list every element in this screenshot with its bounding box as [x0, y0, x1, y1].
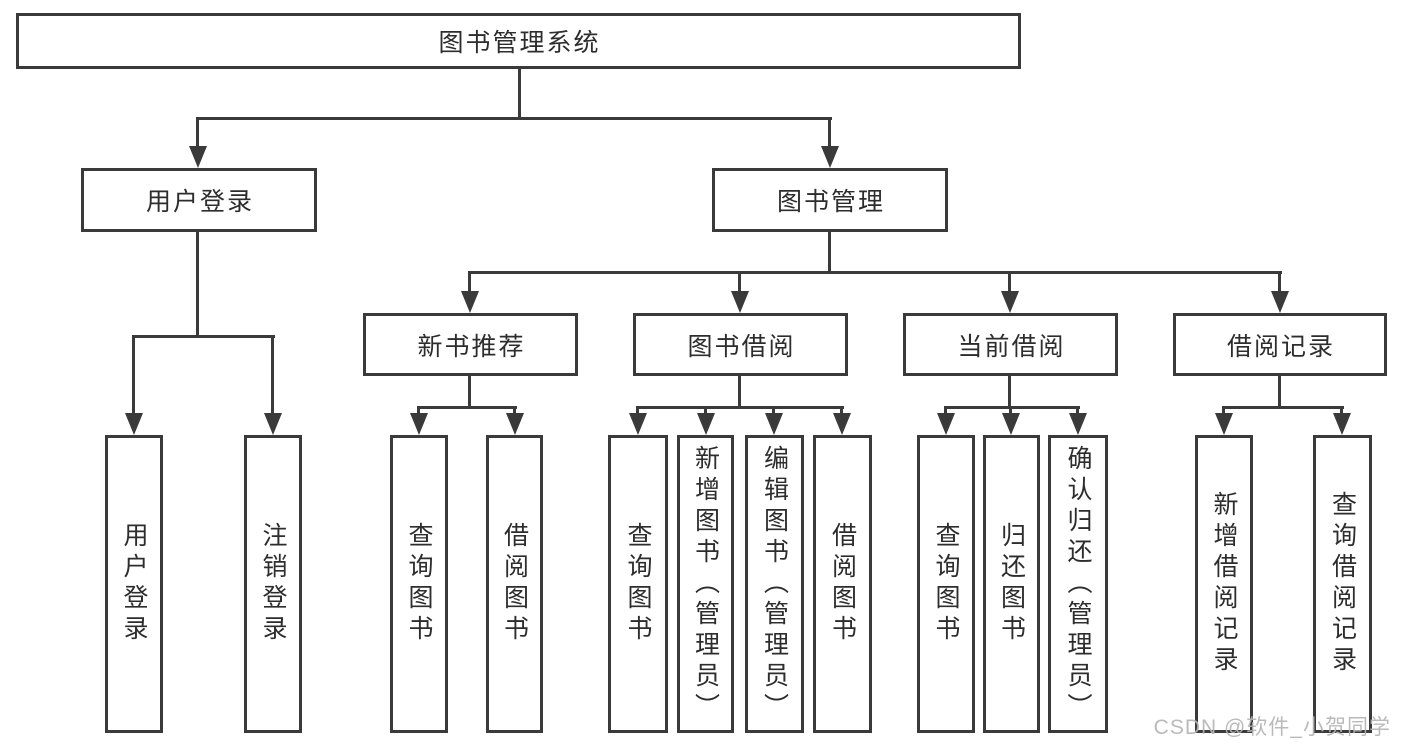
- arrowhead-down-icon: [264, 413, 282, 435]
- arrowhead-down-icon: [937, 413, 955, 435]
- node-library-management-system: 图书管理系统: [16, 13, 1021, 69]
- leaf-return-books: 归还图书: [983, 435, 1040, 733]
- connector-stem: [944, 406, 947, 417]
- connector-stem: [1008, 271, 1011, 295]
- node-borrowing-records: 借阅记录: [1173, 313, 1387, 376]
- connector-branch: [1222, 406, 1344, 409]
- connector-stem: [1278, 271, 1281, 295]
- leaf-query-borrow-record: 查询借阅记录: [1313, 435, 1372, 733]
- arrowhead-down-icon: [1271, 291, 1289, 313]
- connector-stem: [1008, 376, 1011, 408]
- connector-stem: [1222, 406, 1225, 417]
- arrowhead-down-icon: [1001, 291, 1019, 313]
- connector-stem: [468, 271, 471, 295]
- connector-stem: [1009, 406, 1012, 417]
- connector-branch: [636, 406, 844, 409]
- leaf-logout: 注销登录: [244, 435, 302, 733]
- connector-stem: [196, 232, 199, 337]
- arrowhead-down-icon: [1215, 413, 1233, 435]
- node-user-login: 用户登录: [81, 168, 317, 232]
- connector-stem: [840, 406, 843, 417]
- leaf-confirm-return-admin: 确认归还（管理员）: [1048, 435, 1108, 733]
- connector-stem: [772, 406, 775, 417]
- leaf-add-borrow-record: 新增借阅记录: [1195, 435, 1253, 733]
- connector-branch: [944, 406, 1080, 409]
- leaf-borrow-books: 借阅图书: [813, 435, 872, 733]
- arrowhead-down-icon: [410, 413, 428, 435]
- connector-stem: [738, 376, 741, 408]
- node-new-book-recommendation: 新书推荐: [363, 313, 578, 376]
- leaf-query-books-current: 查询图书: [917, 435, 975, 733]
- leaf-borrow-books-recommend: 借阅图书: [486, 435, 543, 733]
- connector-branch: [417, 406, 517, 409]
- leaf-add-books-admin: 新增图书（管理员）: [677, 435, 734, 733]
- arrowhead-down-icon: [697, 413, 715, 435]
- leaf-query-books-recommend: 查询图书: [390, 435, 448, 733]
- connector-stem: [417, 406, 420, 417]
- node-book-borrowing: 图书借阅: [633, 313, 848, 376]
- arrowhead-down-icon: [833, 413, 851, 435]
- connector-stem: [132, 335, 135, 417]
- arrowhead-down-icon: [189, 146, 207, 168]
- arrowhead-down-icon: [731, 291, 749, 313]
- arrowhead-down-icon: [821, 146, 839, 168]
- arrowhead-down-icon: [765, 413, 783, 435]
- arrowhead-down-icon: [1002, 413, 1020, 435]
- leaf-query-books-borrow: 查询图书: [608, 435, 668, 733]
- leaf-user-login: 用户登录: [105, 435, 163, 733]
- connector-stem: [828, 232, 831, 273]
- arrowhead-down-icon: [1333, 413, 1351, 435]
- connector-stem: [738, 271, 741, 295]
- arrowhead-down-icon: [461, 291, 479, 313]
- arrowhead-down-icon: [125, 413, 143, 435]
- connector-root-branch: [196, 117, 832, 120]
- connector-branch: [132, 335, 275, 338]
- connector-stem: [513, 406, 516, 417]
- connector-stem: [636, 406, 639, 417]
- connector-stem: [271, 335, 274, 417]
- csdn-watermark: CSDN @软件_小贺同学: [1153, 716, 1391, 739]
- arrowhead-down-icon: [629, 413, 647, 435]
- leaf-edit-books-admin: 编辑图书（管理员）: [745, 435, 804, 733]
- node-current-borrowing: 当前借阅: [903, 313, 1118, 376]
- connector-stem: [196, 117, 199, 150]
- connector-stem: [704, 406, 707, 417]
- connector-stem: [1340, 406, 1343, 417]
- connector-stem: [1076, 406, 1079, 417]
- connector-stem: [828, 117, 831, 150]
- arrowhead-down-icon: [1069, 413, 1087, 435]
- arrowhead-down-icon: [506, 413, 524, 435]
- connector-stem: [1278, 376, 1281, 408]
- connector-branch: [468, 271, 1282, 274]
- connector-root-stem: [518, 69, 521, 118]
- connector-stem: [468, 376, 471, 408]
- node-book-management: 图书管理: [712, 168, 948, 232]
